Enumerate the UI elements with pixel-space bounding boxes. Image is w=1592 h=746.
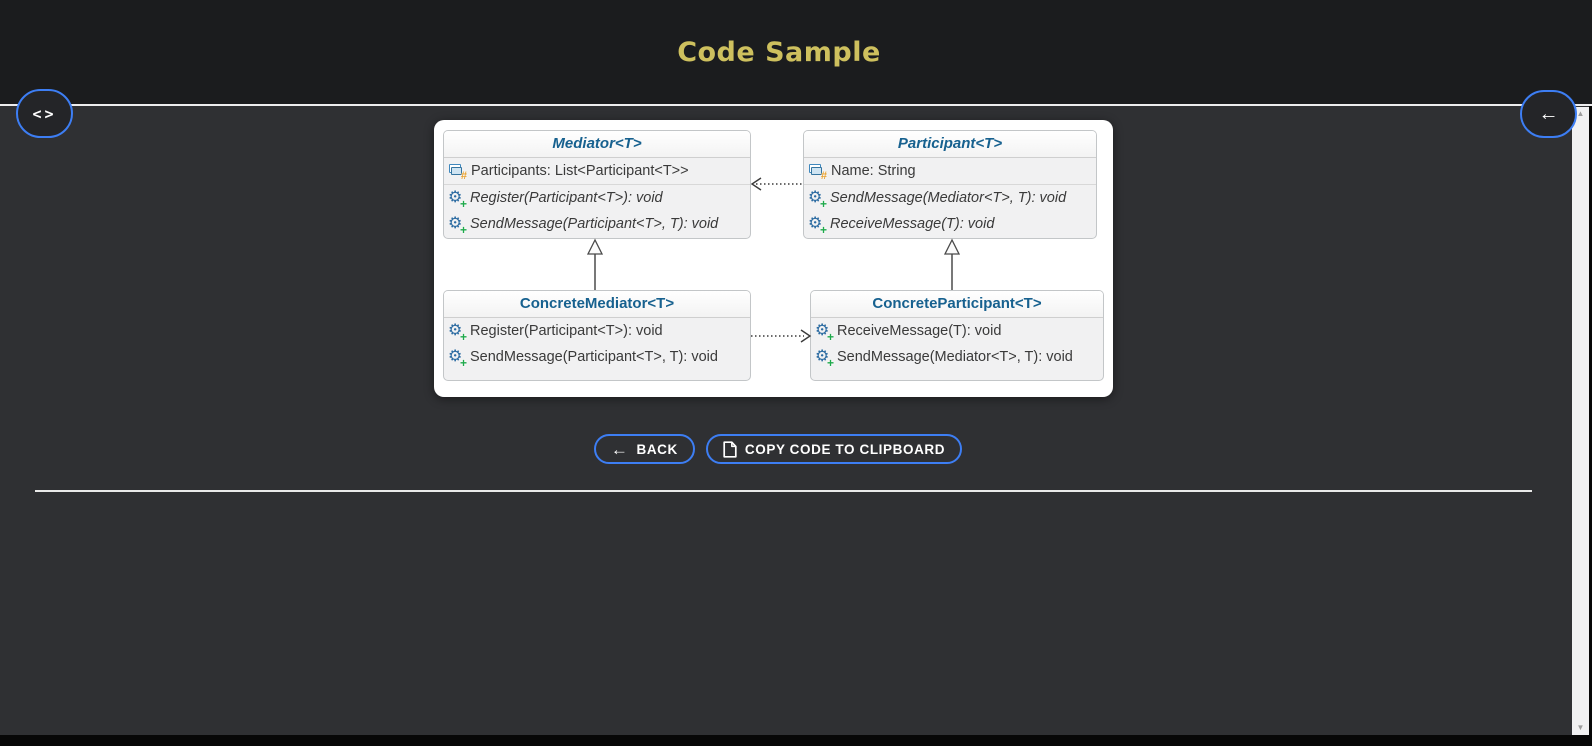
method-text: SendMessage(Participant<T>, T): void	[470, 216, 719, 232]
back-button-label: BACK	[636, 441, 678, 457]
field-icon: #	[448, 163, 467, 182]
method-text: SendMessage(Mediator<T>, T): void	[830, 190, 1067, 206]
uml-class-mediator: Mediator<T> # Participants: List<Partici…	[443, 130, 751, 239]
method-row: ⚙ + ReceiveMessage(T): void	[804, 211, 1096, 237]
uml-class-concrete-participant: ConcreteParticipant<T> ⚙ + ReceiveMessag…	[810, 290, 1104, 381]
method-icon: ⚙ +	[815, 345, 834, 370]
method-icon: ⚙ +	[808, 186, 827, 211]
scrollbar-up-icon[interactable]: ▲	[1576, 109, 1585, 118]
methods-section: ⚙ + Register(Participant<T>): void ⚙ + S…	[444, 185, 750, 237]
method-text: ReceiveMessage(T): void	[830, 216, 995, 232]
copy-code-button[interactable]: COPY CODE TO CLIPBOARD	[705, 434, 963, 464]
method-icon: ⚙ +	[448, 319, 467, 344]
method-row: ⚙ + Register(Participant<T>): void	[444, 318, 750, 344]
back-arrow-icon: ←	[1538, 103, 1559, 125]
field-text: Participants: List<Participant<T>>	[471, 163, 689, 179]
methods-section: ⚙ + SendMessage(Mediator<T>, T): void ⚙ …	[804, 185, 1096, 237]
code-icon: <>	[32, 104, 57, 123]
page-title: Code Sample	[677, 36, 881, 68]
fields-section: # Name: String	[804, 158, 1096, 185]
field-icon: #	[808, 163, 827, 182]
method-icon: ⚙ +	[808, 212, 827, 237]
methods-section: ⚙ + Register(Participant<T>): void ⚙ + S…	[444, 318, 750, 370]
fields-section: # Participants: List<Participant<T>>	[444, 158, 750, 185]
header: Code Sample	[0, 0, 1592, 106]
method-text: Register(Participant<T>): void	[470, 190, 663, 206]
field-row: # Name: String	[804, 158, 1096, 184]
vertical-scrollbar[interactable]: ▲ ▼	[1572, 107, 1589, 735]
method-text: SendMessage(Mediator<T>, T): void	[837, 349, 1073, 365]
method-row: ⚙ + SendMessage(Participant<T>, T): void	[444, 211, 750, 237]
copy-code-button-label: COPY CODE TO CLIPBOARD	[744, 441, 946, 457]
back-fab-button[interactable]: ←	[1520, 90, 1577, 138]
bottom-edge-strip	[0, 735, 1592, 746]
method-row: ⚙ + ReceiveMessage(T): void	[811, 318, 1103, 344]
class-title: Participant<T>	[804, 131, 1096, 158]
scrollbar-down-icon[interactable]: ▼	[1576, 723, 1585, 732]
method-row: ⚙ + Register(Participant<T>): void	[444, 185, 750, 211]
class-title: Mediator<T>	[444, 131, 750, 158]
method-row: ⚙ + SendMessage(Mediator<T>, T): void	[811, 344, 1103, 370]
method-icon: ⚙ +	[448, 345, 467, 370]
code-toggle-button[interactable]: <>	[16, 89, 73, 138]
method-icon: ⚙ +	[448, 186, 467, 211]
back-arrow-icon: ←	[610, 439, 629, 459]
document-icon	[723, 440, 737, 458]
method-icon: ⚙ +	[448, 212, 467, 237]
right-edge-strip	[1589, 106, 1592, 746]
method-text: ReceiveMessage(T): void	[837, 323, 1002, 339]
method-text: Register(Participant<T>): void	[470, 323, 663, 339]
method-row: ⚙ + SendMessage(Participant<T>, T): void	[444, 344, 750, 370]
uml-diagram-panel: Mediator<T> # Participants: List<Partici…	[434, 120, 1113, 397]
class-title: ConcreteMediator<T>	[444, 291, 750, 318]
back-button[interactable]: ← BACK	[593, 434, 695, 464]
method-icon: ⚙ +	[815, 319, 834, 344]
action-buttons-row: ← BACK COPY CODE TO CLIPBOARD	[0, 434, 1556, 464]
class-title: ConcreteParticipant<T>	[811, 291, 1103, 318]
methods-section: ⚙ + ReceiveMessage(T): void ⚙ + SendMess…	[811, 318, 1103, 370]
field-text: Name: String	[831, 163, 916, 179]
method-text: SendMessage(Participant<T>, T): void	[470, 349, 718, 365]
field-row: # Participants: List<Participant<T>>	[444, 158, 750, 184]
divider-line	[35, 490, 1532, 492]
method-row: ⚙ + SendMessage(Mediator<T>, T): void	[804, 185, 1096, 211]
uml-class-participant: Participant<T> # Name: String ⚙ + SendM	[803, 130, 1097, 239]
uml-class-concrete-mediator: ConcreteMediator<T> ⚙ + Register(Partici…	[443, 290, 751, 381]
